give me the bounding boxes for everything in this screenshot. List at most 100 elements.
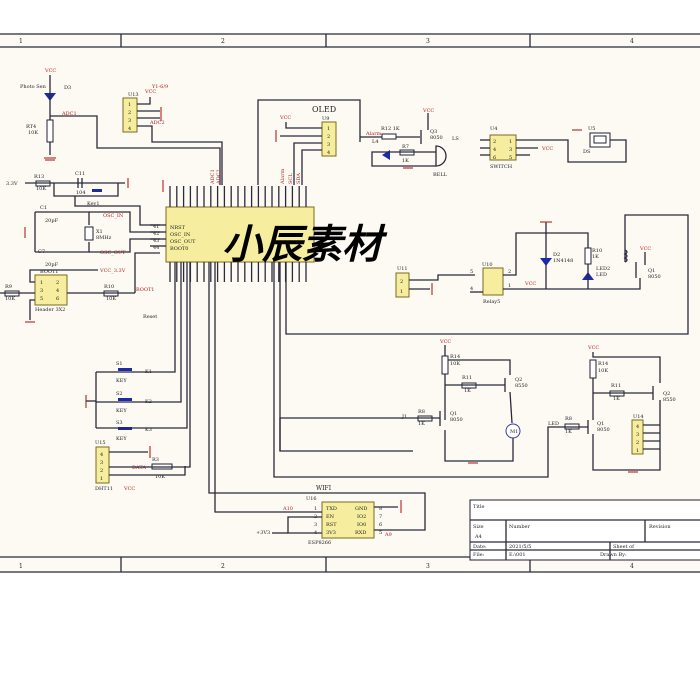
svg-text:3: 3 [40, 288, 43, 294]
led-driver: VCC R14 10K R11 1K Q2 8550 LED R8 1K Q1 … [548, 345, 676, 473]
svg-text:3.3V: 3.3V [6, 181, 18, 187]
esp8266-module: WIFI U16 TXD EN RST 3V3 GND IO2 IO0 RXD … [208, 262, 426, 546]
svg-text:8MHz: 8MHz [96, 235, 112, 241]
svg-text:1: 1 [636, 448, 639, 454]
svg-text:8050: 8050 [648, 274, 661, 280]
svg-text:10K: 10K [36, 186, 46, 192]
svg-text:42: 42 [153, 231, 159, 237]
svg-text:BELL: BELL [433, 172, 448, 178]
svg-text:2: 2 [636, 440, 639, 446]
svg-text:2: 2 [56, 280, 59, 286]
svg-text:K3: K3 [145, 427, 152, 433]
mcu-net-adc1: ADC1 [210, 169, 216, 185]
svg-text:VCC_3.3V: VCC_3.3V [99, 268, 126, 274]
svg-text:3: 3 [509, 147, 512, 153]
reset-circuit: 3.3V R13 10K C11 104 Key1 [6, 171, 160, 226]
svg-text:8550: 8550 [663, 397, 676, 403]
svg-text:8550: 8550 [515, 383, 528, 389]
svg-text:DS: DS [583, 149, 591, 155]
svg-text:1: 1 [400, 289, 403, 295]
svg-text:Drawn By:: Drawn By: [600, 552, 627, 558]
svg-text:R13: R13 [34, 174, 44, 180]
svg-text:Q3: Q3 [430, 129, 437, 135]
svg-text:Photo Sen: Photo Sen [20, 84, 47, 90]
svg-text:2: 2 [100, 468, 103, 474]
svg-text:1K: 1K [613, 396, 620, 402]
sheet-frame: 1 2 3 4 1 2 3 4 [0, 33, 700, 573]
push-button-icon [92, 189, 102, 192]
svg-text:VCC: VCC [439, 339, 451, 345]
svg-text:Q2: Q2 [663, 391, 670, 397]
svg-text:1K: 1K [565, 429, 572, 435]
svg-text:U15: U15 [95, 440, 106, 446]
svg-text:Q1: Q1 [648, 268, 655, 274]
svg-text:Y1-6/9: Y1-6/9 [151, 84, 168, 90]
svg-text:BOOT1: BOOT1 [136, 287, 154, 293]
svg-text:DATA: DATA [132, 465, 146, 471]
svg-text:VCC: VCC [541, 146, 553, 152]
svg-text:4: 4 [56, 288, 59, 294]
svg-text:GND: GND [355, 506, 367, 512]
zone-label: 1 [19, 38, 23, 45]
svg-text:8050: 8050 [430, 135, 443, 141]
svg-text:Date:: Date: [473, 544, 487, 550]
zone-label: 1 [19, 563, 23, 570]
svg-text:1K: 1K [464, 388, 471, 394]
svg-text:2: 2 [128, 110, 131, 116]
svg-text:R11: R11 [611, 383, 621, 389]
svg-text:OLED: OLED [312, 105, 336, 114]
svg-text:1K: 1K [402, 158, 409, 164]
svg-text:Header 3X2: Header 3X2 [35, 307, 65, 313]
svg-text:D2: D2 [553, 252, 560, 258]
svg-text:U5: U5 [588, 126, 595, 132]
svg-text:41: 41 [153, 224, 159, 230]
svg-text:4: 4 [327, 150, 330, 156]
svg-text:104: 104 [76, 190, 86, 196]
diode-icon [540, 258, 552, 266]
svg-text:BOOT0: BOOT0 [170, 246, 188, 252]
svg-text:KEY: KEY [116, 378, 127, 384]
svg-text:A10: A10 [282, 506, 293, 512]
svg-text:U16: U16 [306, 496, 317, 502]
svg-text:3: 3 [100, 460, 103, 466]
svg-text:R8: R8 [418, 409, 425, 415]
svg-text:U9: U9 [322, 116, 329, 122]
svg-text:IO2: IO2 [357, 514, 366, 520]
svg-text:R14: R14 [598, 361, 608, 367]
svg-text:EN: EN [326, 514, 335, 520]
svg-text:Title: Title [473, 504, 485, 510]
svg-text:Number: Number [509, 524, 530, 530]
svg-text:6: 6 [379, 522, 382, 528]
svg-text:2: 2 [327, 134, 330, 140]
svg-text:4: 4 [493, 147, 496, 153]
svg-text:6: 6 [493, 155, 496, 161]
svg-text:R9: R9 [5, 284, 12, 290]
svg-text:IO0: IO0 [357, 522, 366, 528]
svg-text:Q2: Q2 [515, 377, 522, 383]
svg-text:Q1: Q1 [450, 411, 457, 417]
svg-text:U4: U4 [490, 126, 497, 132]
svg-text:U11: U11 [397, 266, 408, 272]
svg-text:3: 3 [128, 118, 131, 124]
svg-text:LED2: LED2 [596, 266, 610, 272]
svg-text:5: 5 [379, 530, 382, 536]
svg-text:C1: C1 [40, 205, 47, 211]
svg-text:4: 4 [636, 424, 639, 430]
u5-ds: U5 DS [572, 126, 611, 155]
svg-text:8050: 8050 [450, 417, 463, 423]
svg-text:A9: A9 [384, 532, 392, 538]
svg-text:ADC2: ADC2 [149, 120, 165, 126]
svg-text:Alarm: Alarm [365, 131, 382, 137]
svg-text:RT4: RT4 [26, 124, 36, 130]
oled-connector: OLED U9 VCC 1 2 3 4 [257, 99, 361, 185]
svg-text:RXD: RXD [355, 530, 366, 536]
svg-text:U14: U14 [633, 414, 644, 420]
svg-text:VCC: VCC [44, 68, 56, 74]
svg-text:X1: X1 [96, 229, 103, 235]
svg-text:7: 7 [379, 514, 382, 520]
svg-text:Key1: Key1 [87, 201, 100, 207]
svg-text:1: 1 [40, 280, 43, 286]
svg-text:8: 8 [379, 506, 382, 512]
